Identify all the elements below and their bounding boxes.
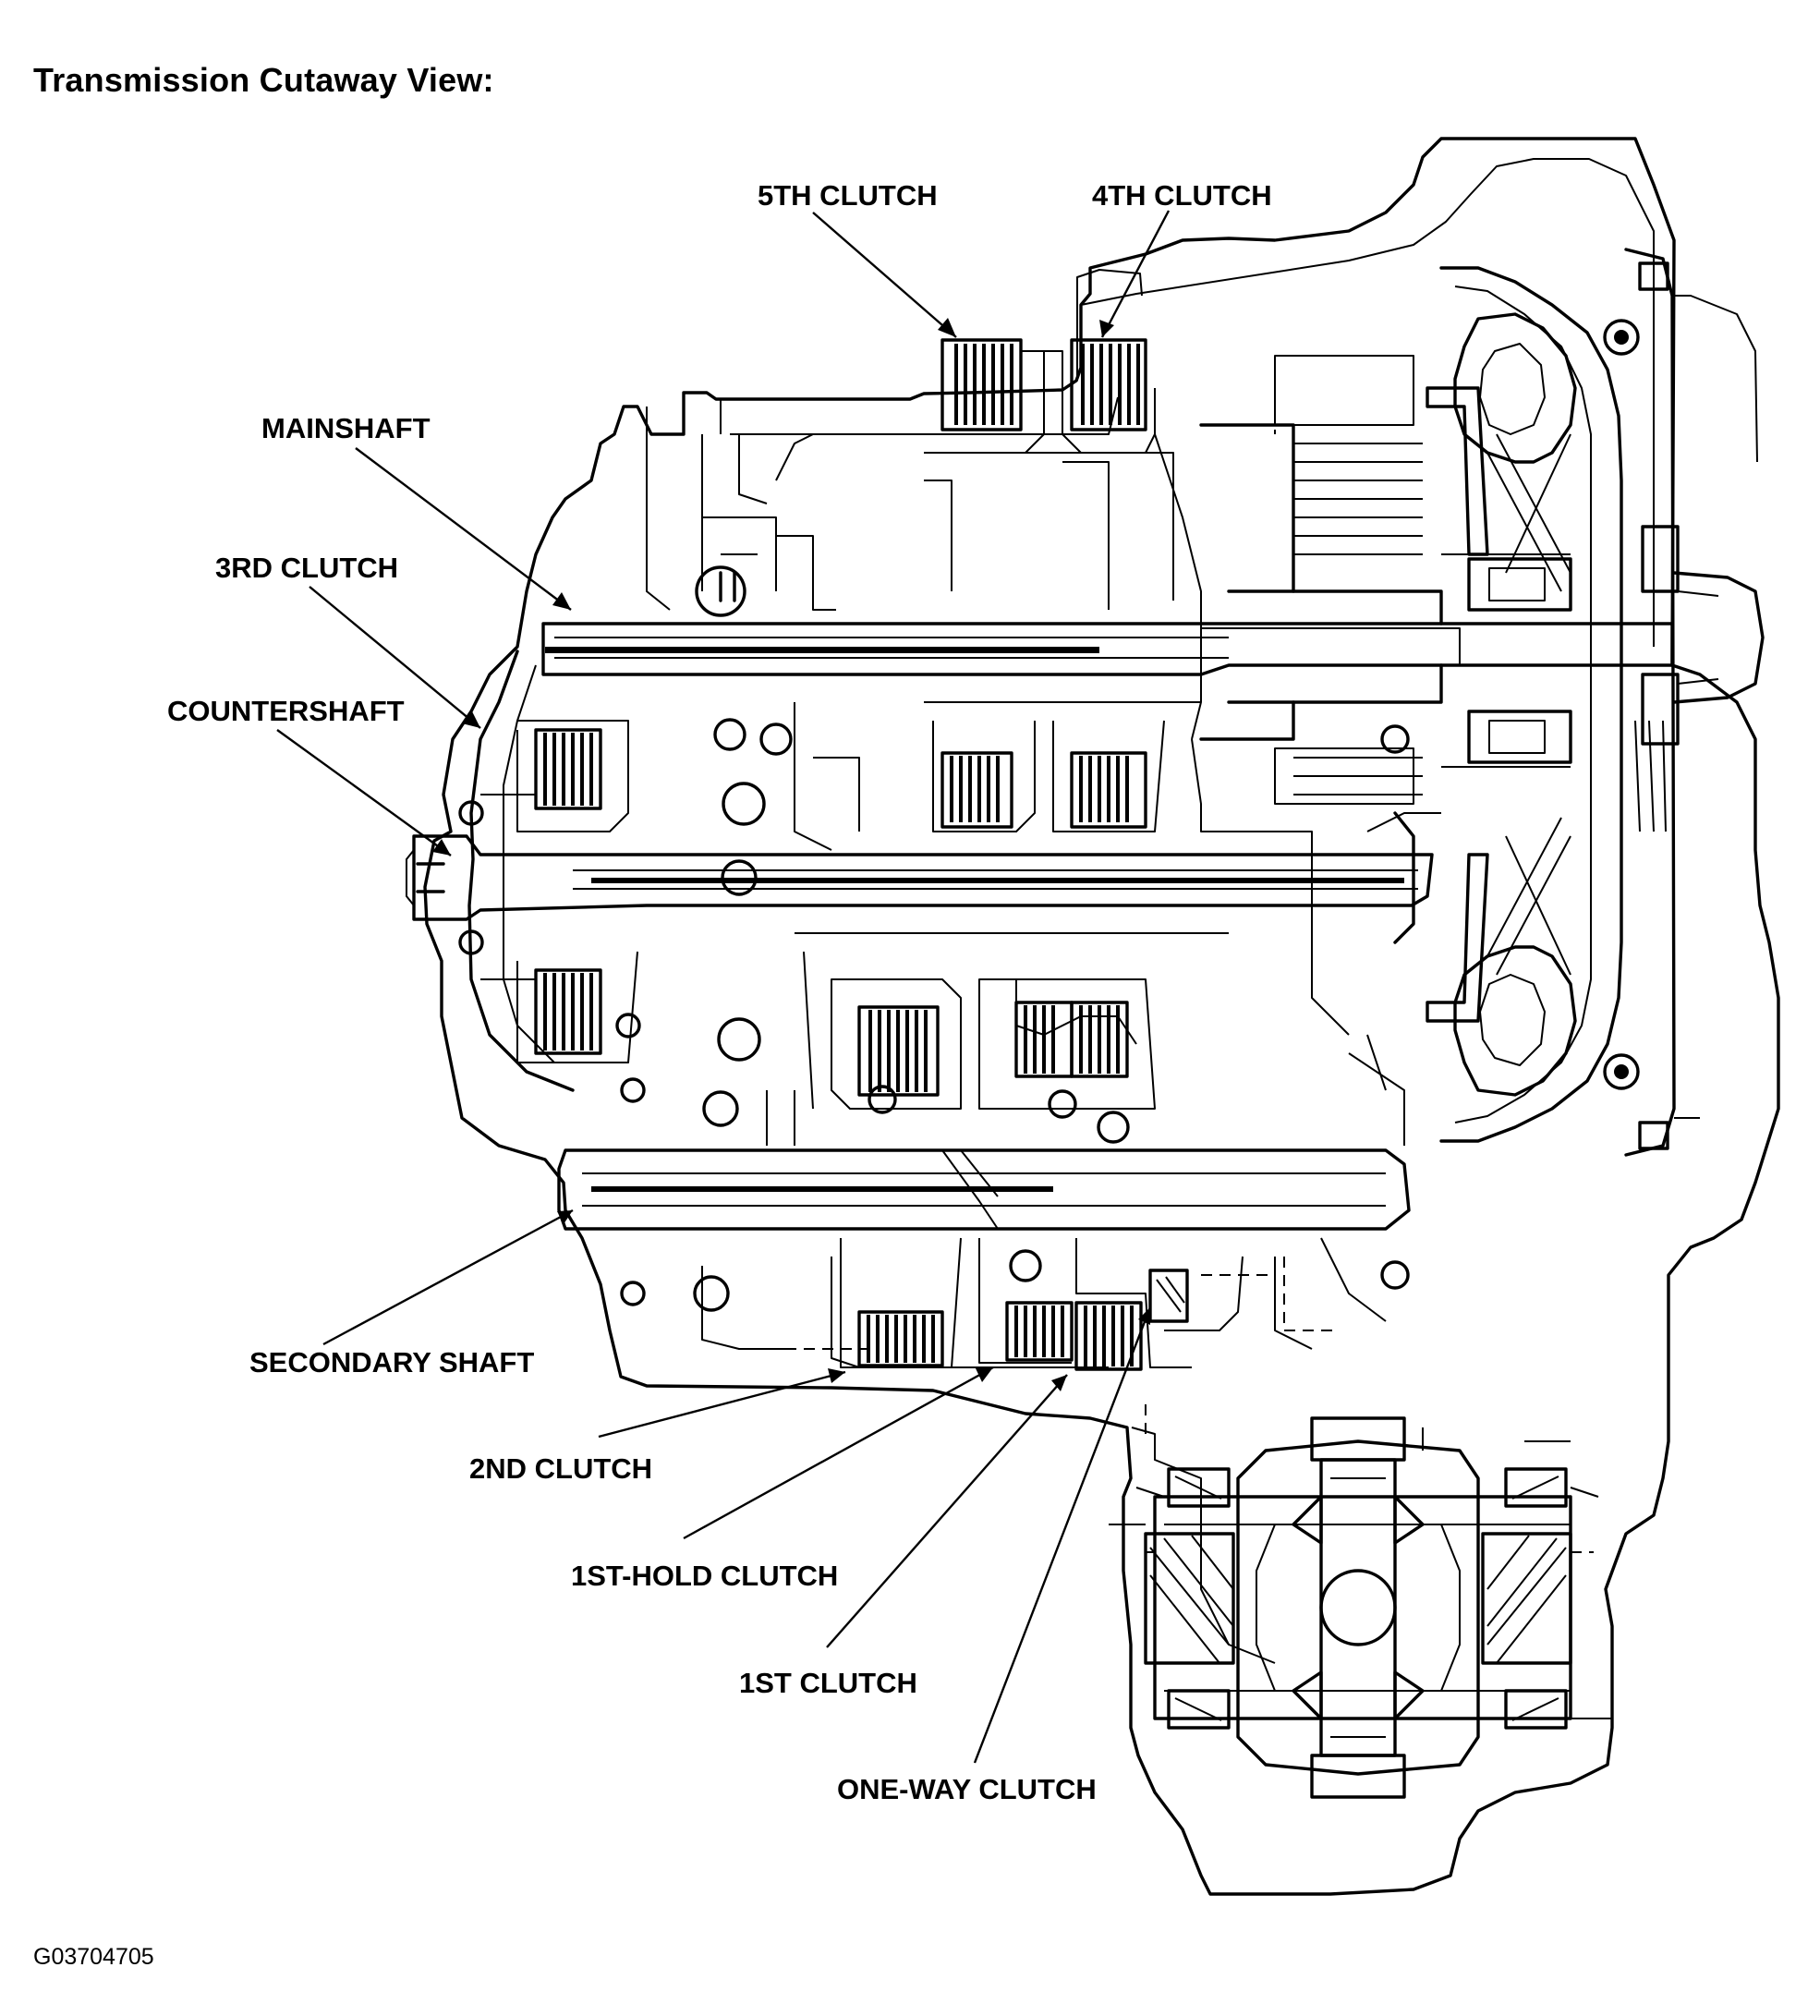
mainshaft-assembly (541, 355, 1674, 805)
clutch-pack-3rd (516, 720, 629, 832)
clutch-pack-2nd (840, 1237, 962, 1368)
label-4th-clutch: 4TH CLUTCH (1092, 179, 1272, 212)
label-1st-clutch: 1ST CLUTCH (739, 1667, 917, 1699)
clutch-pack-1st (1074, 1238, 1192, 1371)
label-secondary-shaft: SECONDARY SHAFT (249, 1346, 534, 1378)
leader-4th-clutch (1100, 210, 1171, 338)
label-3rd-clutch: 3RD CLUTCH (215, 552, 398, 584)
leader-mainshaft (355, 447, 572, 611)
clutch-pack-mid-lower (795, 932, 1229, 1110)
label-mainshaft: MAINSHAFT (261, 412, 431, 444)
differential (1109, 1416, 1612, 1799)
label-countershaft: COUNTERSHAFT (167, 695, 405, 727)
transmission-housing (423, 137, 1780, 1896)
clutch-pack-1st-hold (978, 1238, 1074, 1364)
leader-countershaft (276, 729, 452, 856)
leader-2nd-clutch (598, 1370, 846, 1439)
torque-converter (1426, 248, 1765, 1157)
secondary-shaft-assembly (557, 1148, 1411, 1231)
bearings (693, 718, 1410, 1312)
label-2nd-clutch: 2ND CLUTCH (469, 1452, 652, 1485)
leader-one-way-clutch (973, 1306, 1152, 1764)
page-title: Transmission Cutaway View: (33, 61, 494, 99)
clutch-pack-3rd-lower (516, 951, 638, 1063)
label-1st-hold-clutch: 1ST-HOLD CLUTCH (571, 1560, 838, 1592)
leader-3rd-clutch (309, 586, 481, 729)
leader-1st-clutch (826, 1374, 1068, 1648)
countershaft-assembly (406, 811, 1434, 944)
hidden-lines (767, 356, 1340, 1441)
internal-walls (646, 407, 1441, 1368)
label-5th-clutch: 5TH CLUTCH (758, 179, 938, 212)
end-cover (458, 650, 646, 1306)
leader-lines (276, 210, 1171, 1764)
label-one-way-clutch: ONE-WAY CLUTCH (837, 1773, 1097, 1805)
clutch-pack-mid-upper (794, 701, 1201, 851)
leader-5th-clutch (812, 212, 957, 338)
clutch-pack-4th (924, 338, 1174, 601)
leader-1st-hold-clutch (683, 1366, 994, 1540)
clutch-pack-5th (940, 338, 1045, 454)
one-way-clutch-part (1148, 1269, 1189, 1323)
figure-id: G03704705 (33, 1944, 154, 1970)
callout-labels: 5TH CLUTCH 4TH CLUTCH MAINSHAFT 3RD CLUT… (167, 179, 1272, 1805)
leader-secondary-shaft (322, 1208, 574, 1346)
